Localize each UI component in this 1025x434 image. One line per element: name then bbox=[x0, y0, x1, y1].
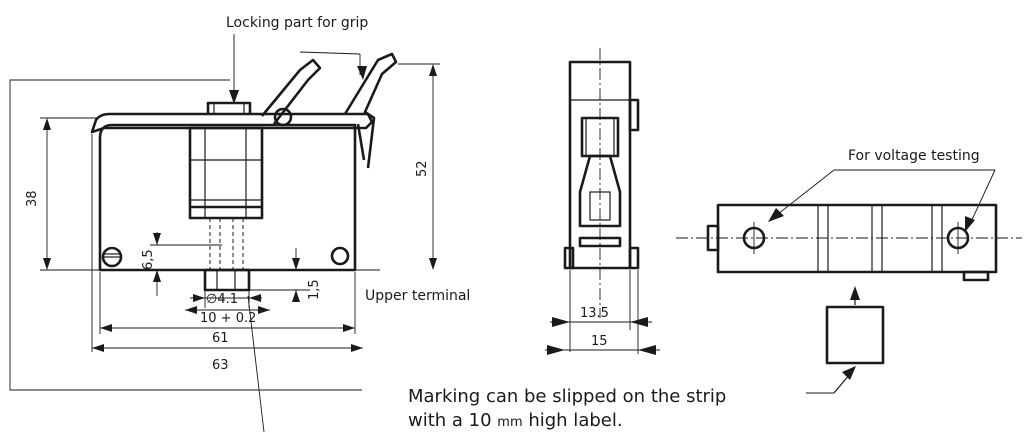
marking-label-line1: Marking can be slipped on the strip bbox=[408, 386, 726, 407]
locking-part-label: Locking part for grip bbox=[226, 15, 368, 31]
upper-terminal-label: Upper terminal bbox=[365, 288, 470, 304]
dim-diameter: ∅4.1 bbox=[206, 292, 238, 307]
dim-52: 52 bbox=[415, 160, 430, 177]
dim-1-5: 1,5 bbox=[307, 279, 322, 300]
dim-61: 61 bbox=[212, 331, 229, 346]
leader-lines bbox=[229, 34, 996, 394]
dim-63: 63 bbox=[212, 358, 229, 373]
text-labels: Locking part for grip For voltage testin… bbox=[226, 15, 980, 431]
top-view bbox=[676, 203, 1022, 282]
side-view bbox=[563, 48, 640, 318]
dim-13-5: 13.5 bbox=[580, 306, 609, 321]
label-box bbox=[825, 286, 885, 365]
side-dimensions bbox=[545, 270, 660, 355]
marking-line2-unit: mm bbox=[497, 415, 522, 430]
dim-15: 15 bbox=[591, 334, 608, 349]
dim-6-5: 6,5 bbox=[141, 249, 156, 270]
front-dimensions bbox=[40, 63, 440, 433]
dim-38: 38 bbox=[25, 190, 40, 207]
marking-line2-suffix: high label. bbox=[523, 410, 623, 431]
frame-lines bbox=[9, 79, 362, 391]
marking-line2-prefix: with a 10 bbox=[408, 410, 497, 431]
marking-label-line2: with a 10 mm high label. bbox=[408, 410, 623, 431]
dim-slot-width: 10 + 0.2 bbox=[200, 311, 256, 326]
dimension-texts: 38 52 6,5 1,5 ∅4.1 10 + 0.2 61 63 13.5 1… bbox=[25, 160, 609, 373]
front-view bbox=[90, 52, 398, 292]
voltage-testing-label: For voltage testing bbox=[848, 148, 980, 164]
